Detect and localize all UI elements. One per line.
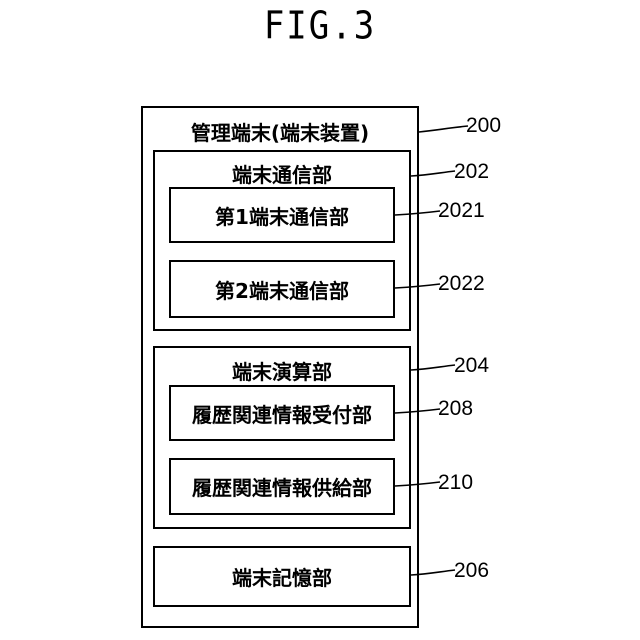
leader-line-200	[419, 126, 468, 132]
leader-line-2022	[395, 284, 440, 288]
leader-line-206	[411, 570, 455, 575]
leader-line-210	[395, 482, 440, 486]
ref-206: 206	[454, 559, 489, 583]
ref-202: 202	[454, 160, 489, 184]
ref-204: 204	[454, 354, 489, 378]
ref-200: 200	[466, 114, 501, 138]
leader-line-202	[411, 171, 455, 176]
ref-2022: 2022	[438, 272, 485, 296]
ref-210: 210	[438, 471, 473, 495]
ref-2021: 2021	[438, 199, 485, 223]
ref-208: 208	[438, 397, 473, 421]
leader-line-208	[395, 409, 440, 413]
leader-line-2021	[395, 211, 440, 215]
leader-line-204	[411, 365, 455, 370]
